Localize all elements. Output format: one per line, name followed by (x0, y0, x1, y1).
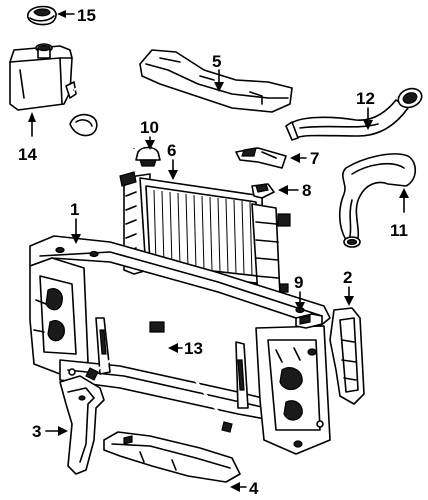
callout-15: 15 (57, 6, 96, 25)
callout-7: 7 (290, 149, 319, 168)
callout-13: 13 (168, 339, 203, 358)
callout-3-label: 3 (32, 422, 41, 441)
callout-2: 2 (343, 268, 354, 306)
callout-8-label: 8 (302, 181, 311, 200)
callout-10-label: 10 (140, 118, 159, 137)
callout-5: 5 (212, 52, 224, 92)
callout-15-label: 15 (77, 6, 96, 25)
callout-3: 3 (32, 422, 68, 441)
part-8-clip (251, 183, 275, 199)
callout-12: 12 (356, 89, 375, 130)
part-13-support-rods (85, 321, 233, 433)
callout-12-label: 12 (356, 89, 375, 108)
callout-11-label: 11 (390, 221, 408, 240)
callout-14: 14 (18, 112, 37, 164)
part-4-lower-baffle (103, 431, 241, 483)
callout-13-label: 13 (184, 339, 203, 358)
part-9-clip (295, 313, 323, 329)
callout-7-label: 7 (310, 149, 319, 168)
callout-8: 8 (278, 181, 311, 200)
callout-4: 4 (230, 479, 259, 498)
callout-6-label: 6 (167, 141, 176, 160)
callout-4-label: 4 (249, 479, 259, 498)
part-11-lower-hose (338, 153, 417, 248)
callout-11: 11 (390, 188, 409, 240)
callout-9: 9 (294, 273, 305, 312)
part-10-radiator-cap (135, 146, 161, 167)
callout-14-label: 14 (18, 145, 37, 164)
part-7-bracket (235, 147, 287, 169)
part-2-side-baffle (329, 307, 365, 405)
overflow-hose (69, 83, 136, 149)
callout-1-label: 1 (70, 200, 79, 219)
callout-9-label: 9 (294, 273, 303, 292)
part-5-upper-baffle (139, 49, 293, 113)
part-6-radiator (119, 171, 291, 297)
callout-5-label: 5 (212, 52, 221, 71)
part-15-cap (27, 5, 57, 26)
callout-1: 1 (70, 200, 81, 244)
callout-6: 6 (167, 141, 178, 180)
callout-2-label: 2 (343, 268, 352, 287)
part-3-lower-bracket (59, 375, 105, 475)
part-14-reservoir (9, 43, 77, 111)
part-12-upper-hose (285, 87, 423, 141)
callout-10: 10 (140, 118, 159, 150)
part-1-radiator-support (29, 235, 331, 455)
